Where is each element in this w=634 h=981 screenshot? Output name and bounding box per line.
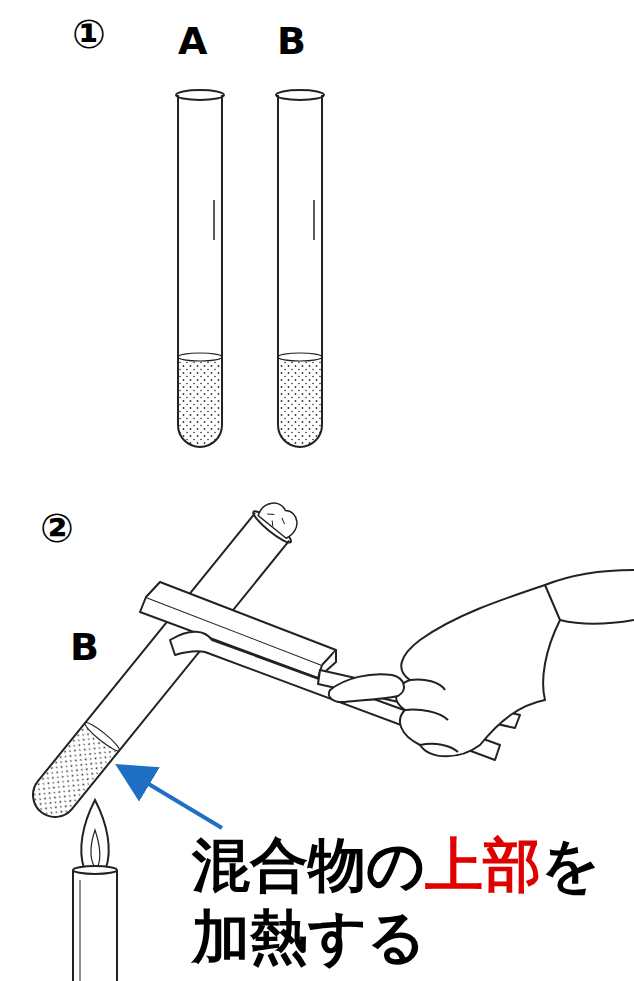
step-number: ②: [40, 508, 74, 548]
burner: [73, 800, 117, 981]
callout-arrow: [122, 768, 222, 828]
callout-text: を: [541, 836, 600, 894]
step-number: ①: [72, 14, 106, 54]
test-tube-b: [276, 90, 324, 447]
tube-label: B: [277, 22, 306, 60]
callout-text: 上部: [425, 836, 541, 894]
test-tube-a: [176, 90, 224, 447]
tube-label: A: [178, 22, 207, 60]
callout-text: 加熱する: [192, 908, 426, 966]
tube-label: B: [70, 628, 99, 666]
hand: [329, 570, 634, 756]
callout-text: 混合物の: [192, 836, 425, 894]
